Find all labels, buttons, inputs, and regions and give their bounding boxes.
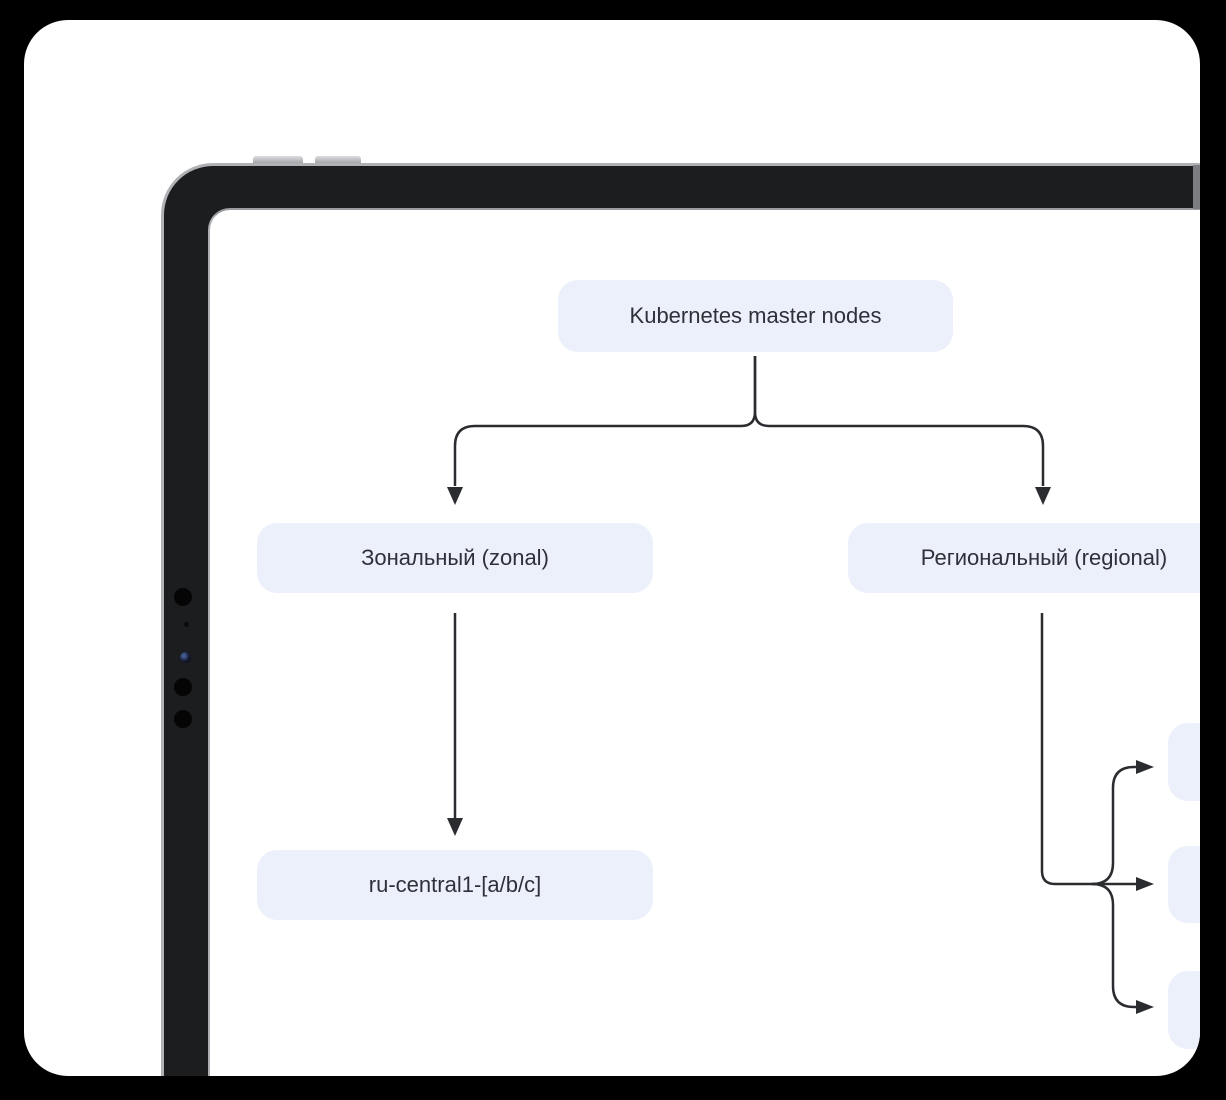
volume-down-button	[315, 156, 361, 165]
node-zones-list: ru-central1-[a/b/c]	[257, 850, 653, 920]
node-clipped-3	[1168, 971, 1200, 1049]
node-kubernetes-master: Kubernetes master nodes	[558, 280, 953, 352]
front-camera-icon	[180, 652, 191, 663]
bezel-edge-highlight	[1193, 165, 1200, 209]
sensor-dot-icon	[174, 710, 192, 728]
illustration-card: Kubernetes master nodes Зональный (zonal…	[24, 20, 1200, 1076]
volume-up-button	[253, 156, 303, 165]
sensor-dot-icon	[174, 588, 192, 606]
node-regional: Региональный (regional)	[848, 523, 1200, 593]
node-clipped-2	[1168, 846, 1200, 923]
microphone-dot-icon	[184, 622, 189, 627]
node-clipped-1	[1168, 723, 1200, 801]
node-zonal: Зональный (zonal)	[257, 523, 653, 593]
tablet-screen	[208, 208, 1200, 1076]
sensor-dot-icon	[174, 678, 192, 696]
